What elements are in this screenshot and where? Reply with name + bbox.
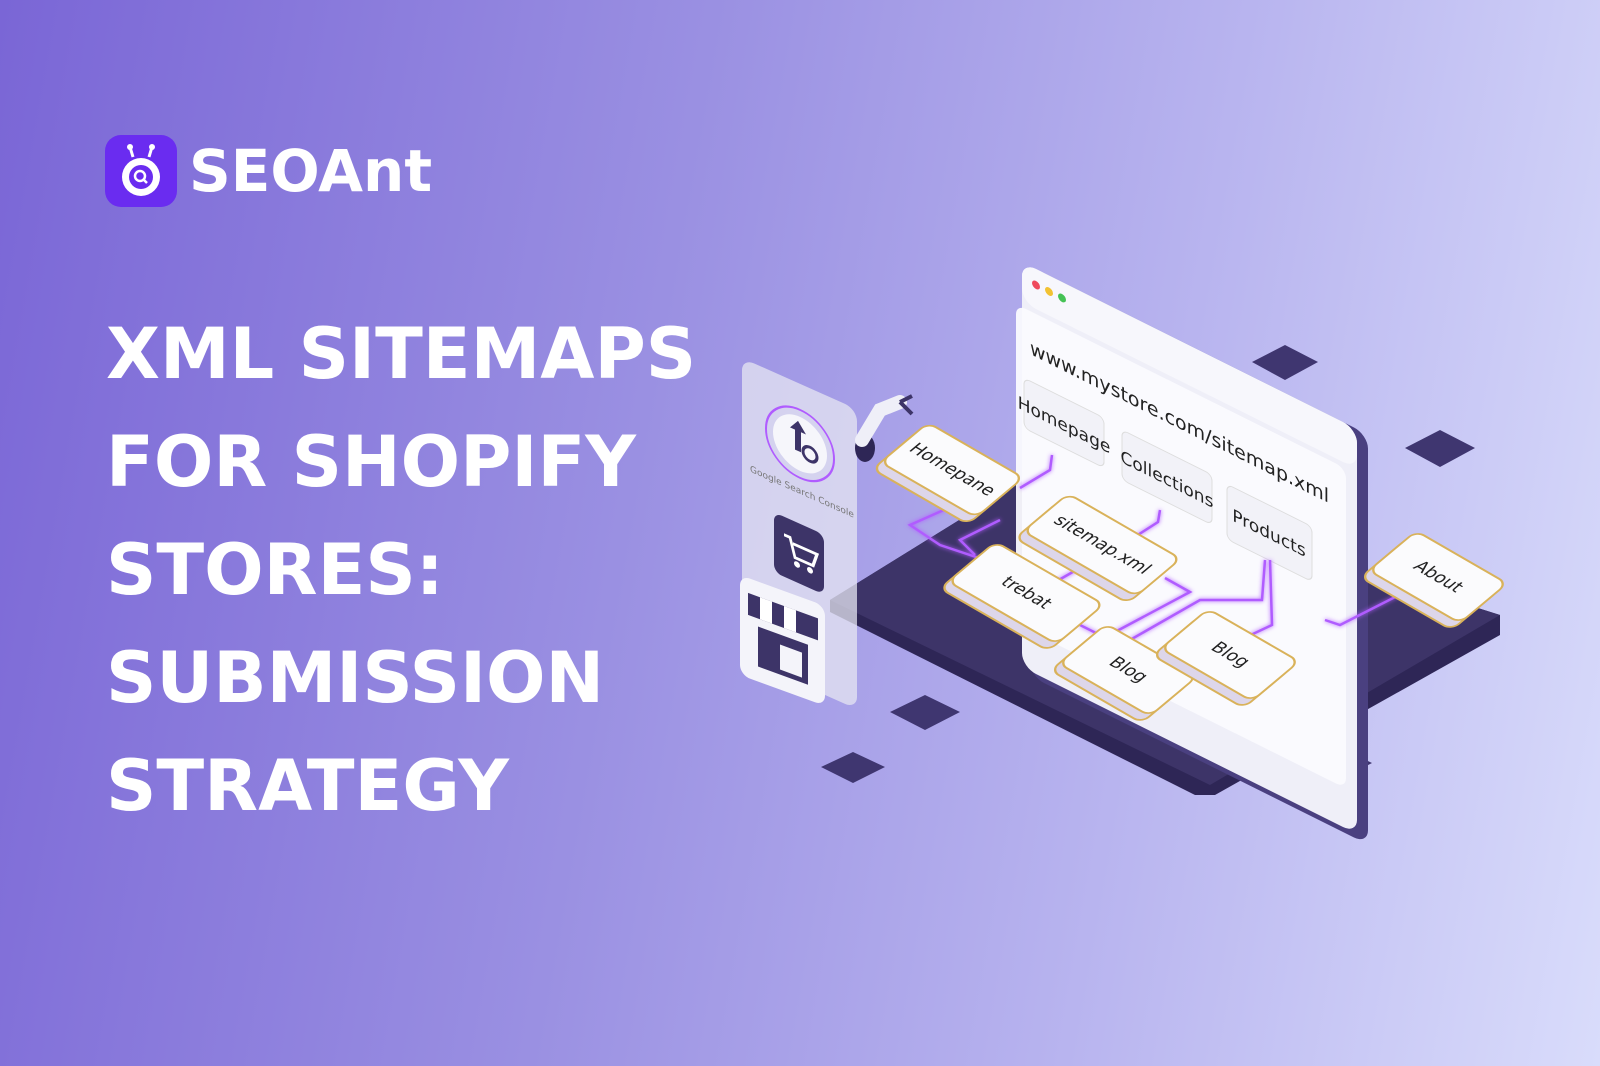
sitemap-card: sitemap.xml xyxy=(1018,495,1178,601)
minimize-dot-icon xyxy=(1045,286,1053,296)
sitemap-card: trebat xyxy=(943,544,1101,649)
magnifier-icon xyxy=(801,444,819,464)
title-line: STRATEGY xyxy=(106,745,509,827)
brand-logo: SEOAnt xyxy=(105,135,432,207)
robot-magnifier-icon xyxy=(105,135,177,207)
sitemap-card: Blog xyxy=(1053,626,1194,721)
title-line: SUBMISSION xyxy=(106,637,605,719)
close-dot-icon xyxy=(1032,280,1040,290)
title-line: FOR SHOPIFY xyxy=(106,421,636,503)
upload-arrow-icon xyxy=(790,420,806,453)
title-line: XML SITEMAPS xyxy=(106,313,697,395)
brand-name: SEOAnt xyxy=(189,137,433,205)
page-title: XML SITEMAPS FOR SHOPIFY STORES: SUBMISS… xyxy=(106,300,696,840)
maximize-dot-icon xyxy=(1058,293,1066,303)
sitemap-card: About xyxy=(1363,533,1504,628)
title-line: STORES: xyxy=(106,529,444,611)
sitemap-card: Blog xyxy=(1155,611,1296,706)
store-icon xyxy=(740,577,825,703)
robot-arm-icon xyxy=(855,394,914,462)
